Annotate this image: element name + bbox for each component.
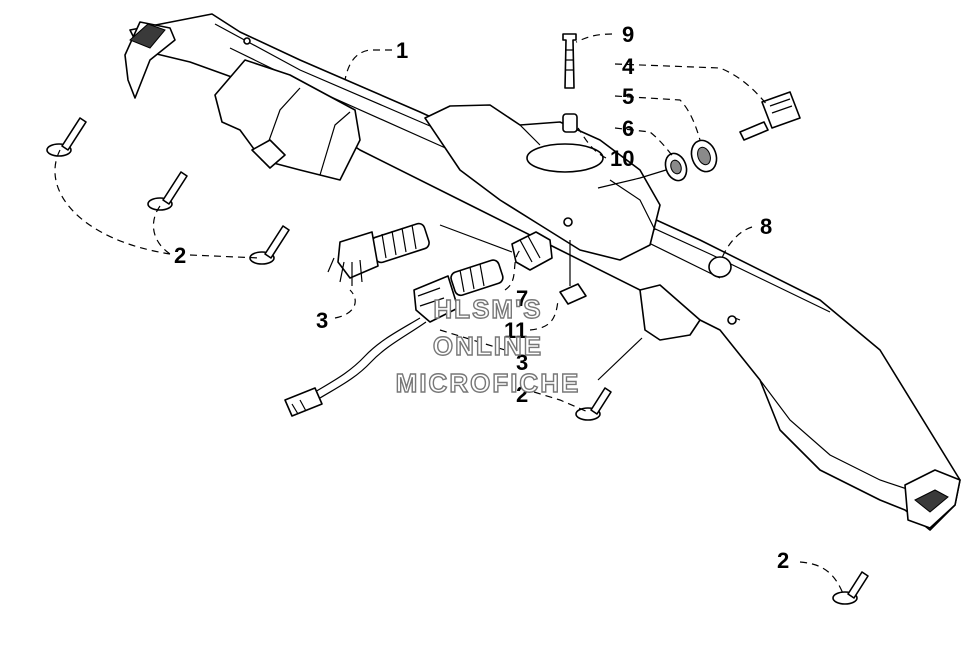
leader-lines (54, 33, 845, 597)
callout-10: 10 (610, 146, 634, 171)
callout-11: 11 (504, 318, 527, 343)
watermark-line-2: ONLINE (433, 331, 543, 361)
screw-mid-left (147, 171, 188, 211)
key-bezel (690, 139, 718, 173)
callout-3-upper: 3 (316, 308, 328, 333)
key-nut (664, 152, 688, 182)
callout-2-left: 2 (174, 243, 186, 268)
callout-9: 9 (622, 22, 634, 47)
plug-cap (708, 256, 732, 278)
screw-lower-left (249, 225, 290, 265)
callout-2-right: 2 (777, 548, 789, 573)
callout-1: 1 (396, 38, 408, 63)
callout-8: 8 (760, 214, 772, 239)
switch-knob (511, 231, 553, 271)
mounting-pin (562, 33, 577, 89)
watermark: HLSM'S ONLINE MICROFICHE (395, 293, 581, 398)
screw-bottom-right (832, 571, 869, 605)
callout-4: 4 (622, 54, 635, 79)
screw-center (575, 387, 612, 421)
screw-top-left (46, 117, 87, 157)
ignition-switch-upper (327, 222, 430, 286)
callout-2-center: 2 (516, 382, 528, 407)
watermark-line-3: MICROFICHE (396, 368, 581, 398)
retainer-clip (559, 240, 587, 305)
callout-7: 7 (516, 286, 528, 311)
console-bar (124, 13, 961, 531)
callout-5: 5 (622, 84, 634, 109)
ignition-switch-lower (284, 259, 504, 417)
callout-3-lower: 3 (516, 350, 528, 375)
ignition-key (739, 91, 801, 141)
grommet (562, 113, 578, 133)
watermark-line-1: HLSM'S (433, 294, 542, 324)
callout-6: 6 (622, 116, 634, 141)
